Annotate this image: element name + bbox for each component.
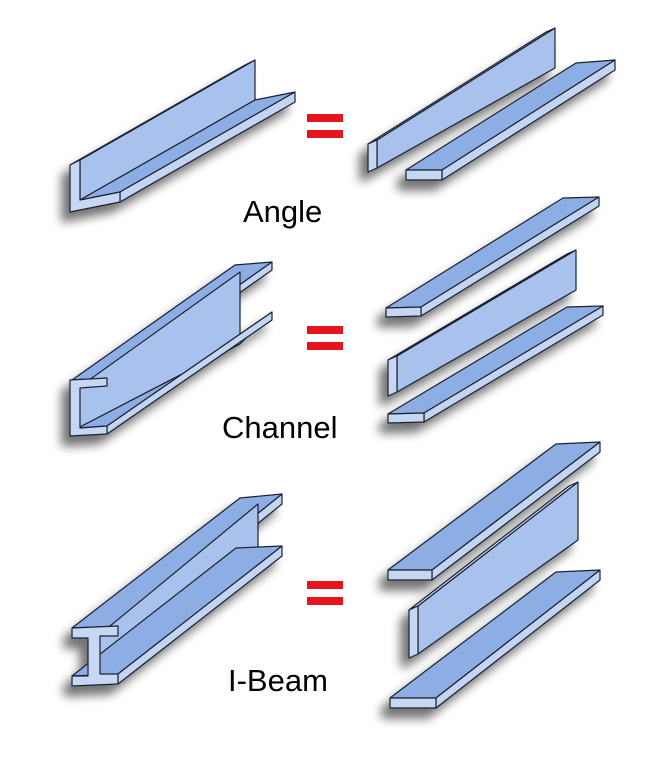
ibeam-assembled-icon (71, 493, 283, 687)
angle-horizontal-plate (405, 59, 616, 181)
angle-label: Angle (243, 194, 322, 229)
ibeam-web-plate (408, 481, 579, 659)
angle-assembled-icon (69, 59, 296, 213)
ibeam-top-flange-plate (387, 441, 601, 581)
ibeam-bottom-flange-plate (389, 569, 601, 709)
channel-web-plate (387, 249, 577, 397)
channel-equals-sign (307, 326, 343, 350)
angle-vertical-plate (367, 27, 556, 173)
channel-bottom-plate (387, 305, 604, 424)
channel-top-plate (385, 196, 600, 318)
channel-assembled-icon (69, 261, 273, 437)
angle-equals-sign (307, 114, 343, 138)
channel-label: Channel (222, 410, 337, 445)
ibeam-label: I-Beam (228, 663, 328, 698)
ibeam-equals-sign (307, 581, 343, 605)
